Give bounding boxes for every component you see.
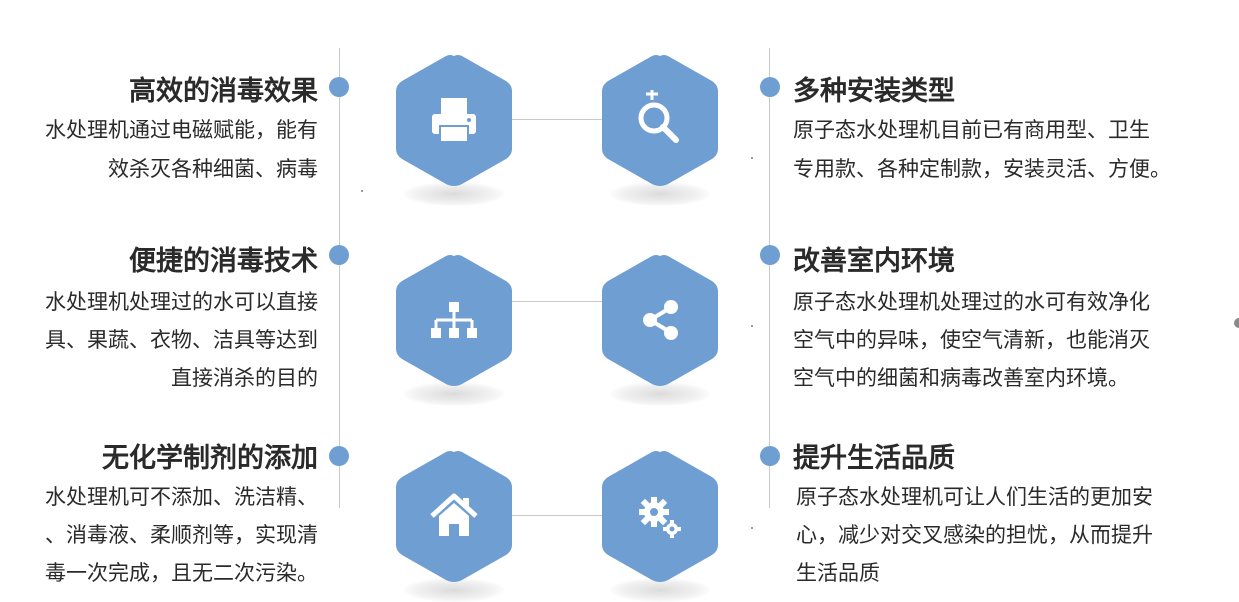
hex-tile-zoom: [598, 50, 722, 206]
right-feature-title-1: 多种安装类型: [793, 76, 955, 107]
right-feature-line: 生活品质: [796, 561, 880, 585]
timeline-dot-right-1: [760, 77, 780, 97]
sitemap-icon: [431, 302, 477, 338]
left-feature-line: 毒一次完成，且无二次污染。: [45, 561, 318, 585]
printer-icon: [432, 98, 476, 143]
hex-tile-printer: [392, 50, 516, 206]
left-feature-line: 直接消杀的目的: [171, 366, 318, 390]
right-feature-title-3: 提升生活品质: [793, 443, 955, 474]
right-feature-line: 空气中的异味，使空气清新，也能消灭: [793, 328, 1150, 352]
left-divider-line: [339, 48, 340, 508]
timeline-dot-left-1: [329, 77, 349, 97]
timeline-dot-left-2: [329, 245, 349, 265]
right-feature-line: 原子态水处理机可让人们生活的更加安: [796, 485, 1153, 509]
share-icon: [643, 300, 678, 340]
home-icon: [430, 493, 478, 536]
edge-dot: [1234, 318, 1239, 328]
right-feature-line: 心，减少对交叉感染的担忧，从而提升: [796, 523, 1153, 547]
right-divider-line: [769, 48, 770, 508]
hex-tile-home: [392, 446, 516, 602]
right-feature-line: 原子态水处理机处理过的水可有效净化: [793, 290, 1150, 314]
left-feature-line: 、消毒液、柔顺剂等，实现清: [45, 523, 318, 547]
left-feature-title-3: 无化学制剂的添加: [102, 443, 318, 474]
connector-line-3: [505, 515, 610, 516]
left-feature-line: 水处理机可不添加、洗洁精、: [45, 485, 318, 509]
left-feature-line: 效杀灭各种细菌、病毒: [108, 157, 318, 181]
hex-tile-share: [598, 250, 722, 406]
right-feature-title-2: 改善室内环境: [793, 246, 955, 277]
left-feature-title-2: 便捷的消毒技术: [129, 246, 318, 277]
timeline-dot-left-3: [329, 446, 349, 466]
right-feature-line: 原子态水处理机目前已有商用型、卫生: [793, 118, 1150, 142]
right-feature-line: 专用款、各种定制款，安装灵活、方便。: [793, 157, 1171, 181]
connector-line-2: [505, 301, 610, 302]
left-feature-line: 水处理机通过电磁赋能，能有: [45, 118, 318, 142]
right-feature-line: 空气中的细菌和病毒改善室内环境。: [793, 366, 1129, 390]
decor-mark: [361, 190, 363, 192]
connector-line-1: [505, 119, 610, 120]
zoom-in-icon: [638, 90, 679, 143]
decor-mark: [751, 157, 753, 159]
hex-tile-sitemap: [392, 250, 516, 406]
gears-icon: [639, 497, 681, 538]
decor-mark: [751, 527, 753, 529]
decor-mark: [751, 325, 753, 327]
timeline-dot-right-2: [760, 245, 780, 265]
hex-tile-gears: [598, 446, 722, 602]
timeline-dot-right-3: [760, 446, 780, 466]
left-feature-line: 水处理机处理过的水可以直接: [45, 290, 318, 314]
left-feature-title-1: 高效的消毒效果: [129, 76, 318, 107]
left-feature-line: 具、果蔬、衣物、洁具等达到: [45, 328, 318, 352]
